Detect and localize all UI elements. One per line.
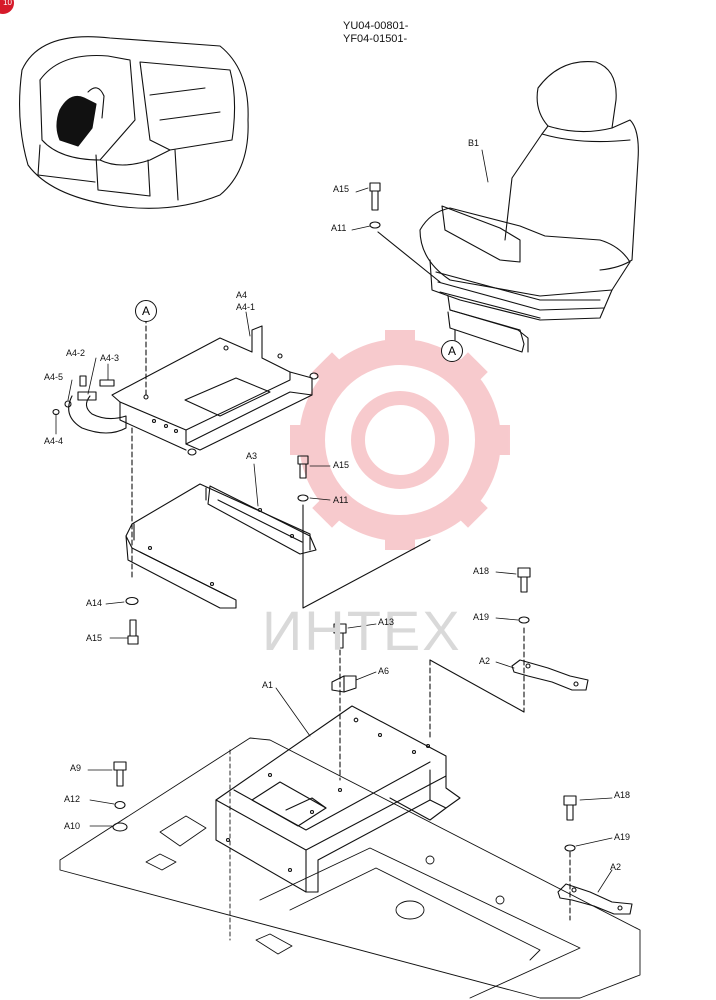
frame-a1-drawing: [215, 705, 461, 893]
label-a4-5: A4-5: [44, 372, 64, 382]
bolt-a13-icon: [333, 623, 347, 649]
label-a4-2: A4-2: [66, 348, 86, 358]
plate-a2-r2-drawing: [557, 883, 633, 915]
label-a4: A4: [236, 290, 248, 300]
label-a19-r2: A19: [614, 832, 631, 842]
label-a18-r2: A18: [614, 790, 631, 800]
washer-a10-icon: [112, 822, 128, 832]
bolt-a15-low-icon: [127, 619, 139, 645]
label-a4-3: A4-3: [100, 353, 120, 363]
label-a6: A6: [378, 666, 390, 676]
label-a4-4: A4-4: [44, 436, 64, 446]
bolt-a15-mid-icon: [297, 455, 309, 502]
callout-a-top: A: [135, 300, 157, 322]
washer-a14-icon: [125, 596, 139, 606]
bolt-a9-icon: [113, 761, 127, 787]
label-a3: A3: [246, 451, 258, 461]
plate-a2-r1-drawing: [511, 659, 589, 691]
label-a1: A1: [262, 680, 274, 690]
label-a11-top: A11: [331, 223, 347, 233]
label-b1: B1: [468, 138, 480, 148]
bolt-a18-r1-icon: [517, 567, 531, 593]
bolt-a15-top-icon: [369, 182, 381, 229]
page-badge: 10: [0, 0, 14, 14]
label-a14: A14: [86, 598, 103, 608]
leader-lines: [55, 149, 613, 893]
washer-a19-r1-icon: [518, 616, 530, 624]
label-a13: A13: [378, 617, 395, 627]
label-a12: A12: [64, 794, 81, 804]
serial-code-1: YU04-00801-: [343, 20, 409, 32]
washer-a12-icon: [114, 800, 126, 810]
serial-code-2: YF04-01501-: [343, 33, 408, 45]
inset-cab-drawing: [19, 36, 249, 209]
bracket-a4-drawing: [111, 325, 319, 456]
rail-a3-drawing: [125, 483, 317, 609]
leader-a11-to-seat: [377, 231, 441, 283]
callout-a-bottom: A: [441, 340, 463, 362]
label-a2-r2: A2: [610, 862, 622, 872]
label-a10: A10: [64, 821, 81, 831]
inset-seat-silhouette: [56, 95, 97, 147]
label-a18-r1: A18: [473, 566, 490, 576]
watermark-gear-icon: [290, 330, 510, 550]
label-a15-mid: A15: [333, 460, 350, 470]
watermark-text: ИНТЕХ: [262, 599, 462, 662]
label-a4-1: A4-1: [236, 302, 256, 312]
label-a11-mid: A11: [333, 495, 349, 505]
block-a6-icon: [331, 675, 357, 693]
seat-b1-drawing: [419, 60, 639, 353]
floor-plate-drawing: [59, 737, 641, 999]
label-a9: A9: [70, 763, 82, 773]
label-a19-r1: A19: [473, 612, 490, 622]
bolt-a18-r2-icon: [563, 795, 577, 821]
washer-a19-r2-icon: [564, 844, 576, 852]
label-a15-top: A15: [333, 184, 350, 194]
handle-a4-1-drawing: [52, 375, 127, 434]
label-a15-low: A15: [86, 633, 103, 643]
label-a2-r1: A2: [479, 656, 491, 666]
